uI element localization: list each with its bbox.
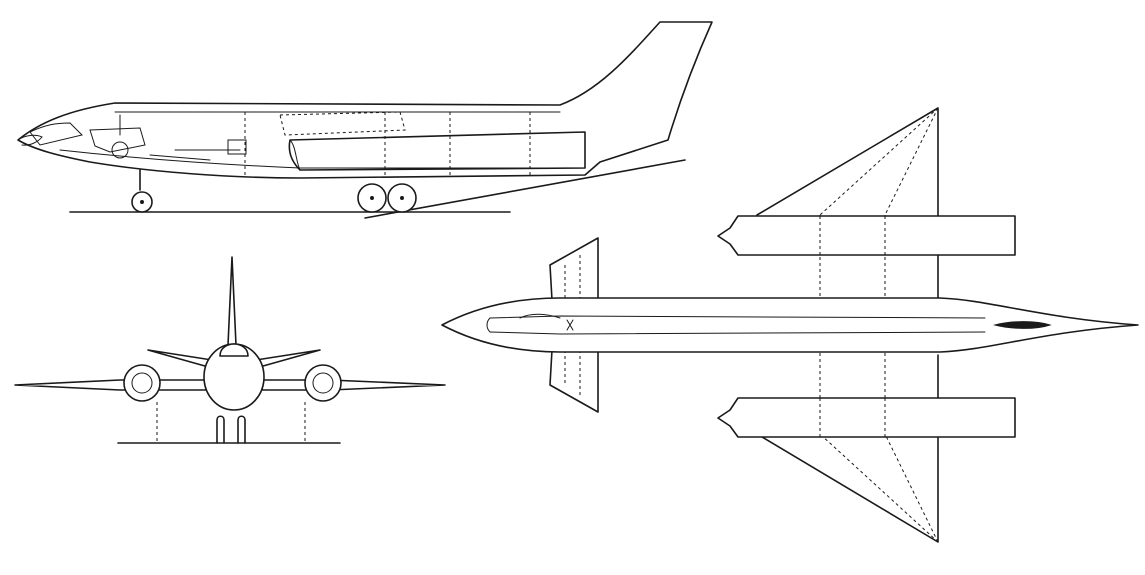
top-duct-lower	[489, 331, 986, 335]
side-view	[17, 21, 713, 219]
front-wing	[14, 379, 446, 391]
front-canopy	[219, 343, 249, 357]
front-fin	[227, 256, 237, 346]
front-tailplane-left	[147, 349, 213, 369]
top-wing-upper	[756, 107, 939, 301]
side-nacelle	[288, 131, 586, 171]
top-duct-upper	[489, 315, 986, 319]
top-nacelle-upper	[717, 215, 1016, 256]
side-nose-cone	[17, 134, 43, 146]
side-tank-outline	[279, 111, 406, 136]
front-engine-left	[123, 364, 161, 402]
top-tailplane-lower	[549, 349, 599, 413]
front-engine-right	[304, 364, 342, 402]
top-nacelle-lower	[717, 397, 1016, 438]
top-view	[441, 107, 1139, 543]
side-equipment-box	[227, 139, 247, 155]
side-intake	[289, 139, 301, 171]
front-nose-wheel-right	[237, 415, 246, 444]
side-canopy	[29, 122, 83, 146]
side-equipment-dial	[111, 141, 129, 159]
front-view	[14, 256, 446, 444]
side-main-hub-1	[370, 196, 374, 200]
front-tailplane-right	[255, 349, 321, 369]
side-nose-hub	[140, 200, 144, 204]
top-fuselage	[441, 297, 1139, 353]
side-equipment	[89, 127, 146, 153]
side-fuselage	[17, 21, 713, 179]
top-wing-dash-3	[819, 107, 939, 543]
side-main-hub-2	[400, 196, 404, 200]
top-wing-lower	[756, 354, 939, 543]
side-slope-line	[364, 159, 686, 219]
front-nose-wheel-left	[216, 415, 225, 444]
top-duct-front	[486, 317, 491, 333]
top-nacelle-dash	[819, 216, 886, 437]
side-belly-line	[59, 149, 586, 169]
front-engine-right-inner	[312, 372, 334, 394]
top-tailplane-upper	[549, 237, 599, 301]
front-engine-left-inner	[131, 372, 153, 394]
top-internal-mark	[566, 319, 574, 331]
top-canopy	[519, 313, 561, 319]
side-pipe	[119, 114, 241, 161]
top-tail-cone	[993, 321, 1052, 329]
